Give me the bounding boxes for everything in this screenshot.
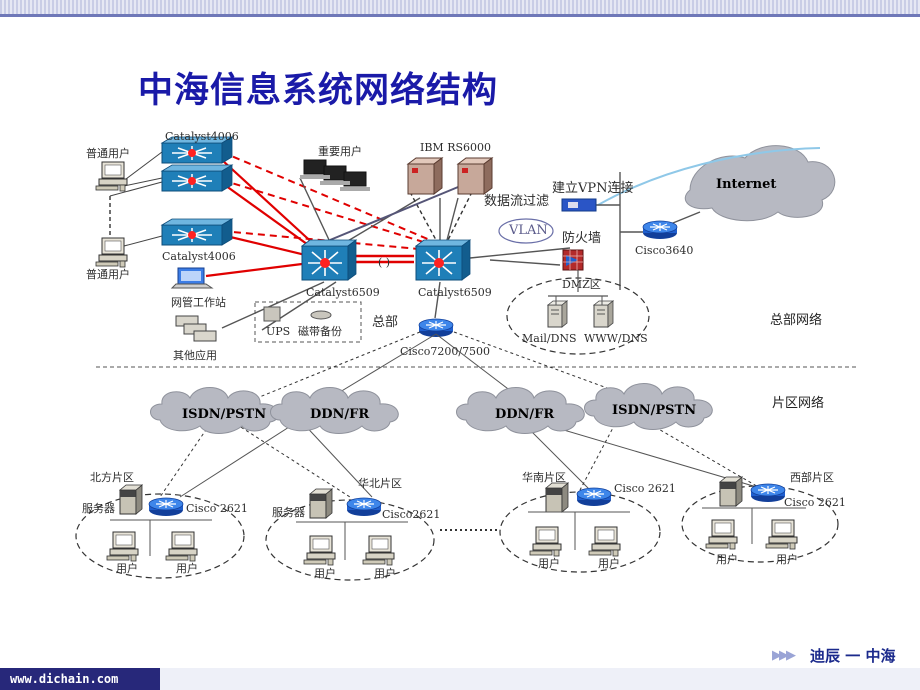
south-china-zone <box>499 491 661 573</box>
north-user-label-2: 用户 <box>176 562 198 575</box>
normal-users-top-label: 普通用户 <box>86 147 130 160</box>
mail-dns-label: Mail/DNS <box>522 332 577 345</box>
south-cisco2621-label: Cisco 2621 <box>614 482 676 495</box>
internet-cloud <box>684 145 836 222</box>
tape-icon <box>310 310 332 320</box>
south-china-devices <box>528 482 630 557</box>
primary-links <box>205 159 319 278</box>
footer-bar <box>0 668 920 690</box>
catalyst6509-right-label: Catalyst6509 <box>418 286 492 299</box>
www-dns-server <box>593 300 614 328</box>
important-users <box>300 159 370 191</box>
west-cisco2621-label: Cisco 2621 <box>784 496 846 509</box>
dmz-label: DMZ区 <box>562 278 601 291</box>
south-china-region-label: 华南片区 <box>522 471 566 484</box>
cisco3640-router <box>642 220 678 240</box>
data-filter-label: 数据流过滤 <box>484 194 550 209</box>
catalyst4006-switch-2 <box>161 164 233 192</box>
north-region-zone <box>75 493 245 579</box>
north-user-label-1: 用户 <box>116 562 138 575</box>
interconnect-paren: ( ) <box>378 256 391 269</box>
page-title: 中海信息系统网络结构 <box>138 71 499 111</box>
ibm-rs6000-label: IBM RS6000 <box>420 141 492 154</box>
isdn-right-label: ISDN/PSTN <box>612 403 697 418</box>
backup-links <box>221 151 431 251</box>
west-user-label-2: 用户 <box>776 553 798 566</box>
normal-user-pc-bottom <box>95 237 128 268</box>
important-users-label: 重要用户 <box>318 145 362 158</box>
north-region-label: 北方片区 <box>90 471 134 484</box>
north-china-region-label: 华北片区 <box>358 477 402 490</box>
ups-label: UPS <box>266 325 291 338</box>
west-region-label: 西部片区 <box>790 471 834 484</box>
footer-url[interactable]: www.dichain.com <box>10 672 119 686</box>
nc-user-label-2: 用户 <box>374 567 396 580</box>
header-rule <box>0 14 920 17</box>
normal-users-bottom-label: 普通用户 <box>86 268 130 281</box>
branch-network-label: 片区网络 <box>772 396 825 411</box>
isdn-left-label: ISDN/PSTN <box>182 407 267 422</box>
hq-label: 总部 <box>372 315 399 330</box>
catalyst6509-left-label: Catalyst6509 <box>306 286 380 299</box>
north-region-devices <box>106 484 212 562</box>
cisco7200-label: Cisco7200/7500 <box>400 345 491 358</box>
firewall-label: 防火墙 <box>562 231 602 246</box>
catalyst4006-switch-mid <box>161 218 233 246</box>
north-server-label: 服务器 <box>82 502 115 515</box>
west-user-label-1: 用户 <box>716 553 738 566</box>
nms-workstation <box>170 267 214 289</box>
south-user-label-1: 用户 <box>538 557 560 570</box>
internet-label: Internet <box>716 177 777 192</box>
catalyst4006-mid-label: Catalyst4006 <box>162 250 236 263</box>
ups-tape-box <box>254 301 362 343</box>
footer-arrow-icon: ▶▶▶ <box>772 648 796 663</box>
vpn-label: 建立VPN连接 <box>552 181 634 196</box>
header-stripe <box>0 0 920 14</box>
nms-label: 网管工作站 <box>171 296 226 309</box>
cisco3640-label: Cisco3640 <box>635 244 694 257</box>
hq-network-label: 总部网络 <box>770 313 823 328</box>
vpn-device <box>561 198 597 212</box>
www-dns-label: WWW/DNS <box>584 332 648 345</box>
mail-dns-server <box>547 300 568 328</box>
nc-server-label: 服务器 <box>272 506 305 519</box>
ddn-left-label: DDN/FR <box>310 407 370 422</box>
footer-brand: 迪辰 一 中海 <box>810 647 896 665</box>
tape-backup-label: 磁带备份 <box>298 325 342 338</box>
north-china-devices <box>296 488 408 566</box>
other-apps-label: 其他应用 <box>173 349 217 362</box>
catalyst6509-right <box>415 239 471 281</box>
north-cisco2621-label: Cisco 2621 <box>186 502 248 515</box>
vlan-label: VLAN <box>509 223 548 238</box>
nc-user-label-1: 用户 <box>314 567 336 580</box>
west-region-devices <box>702 476 806 550</box>
footer-url-band <box>0 668 160 690</box>
ups-icon <box>263 306 281 322</box>
firewall-icon <box>562 249 584 271</box>
ddn-right-label: DDN/FR <box>495 407 555 422</box>
south-user-label-2: 用户 <box>598 557 620 570</box>
nc-cisco2621-label: Cisco2621 <box>382 508 441 521</box>
normal-user-pc-top <box>95 161 128 192</box>
ibm-rs6000-servers <box>406 157 494 195</box>
catalyst6509-left <box>301 239 357 281</box>
other-apps-devices <box>175 315 217 342</box>
north-china-zone <box>265 499 435 581</box>
catalyst4006-top-label: Catalyst4006 <box>165 130 239 143</box>
